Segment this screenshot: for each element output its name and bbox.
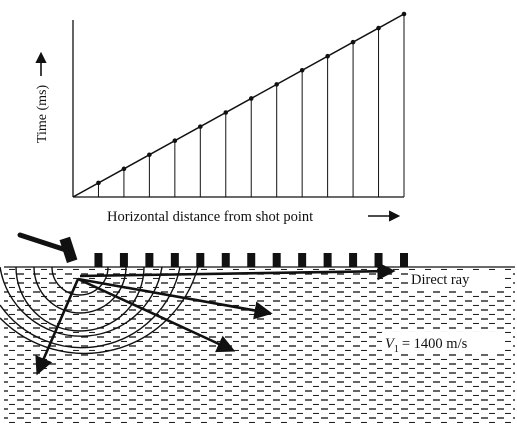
velocity-label: V1= 1400 m/s	[385, 336, 468, 355]
geophone-icon	[323, 253, 332, 267]
x-axis-label: Horizontal distance from shot point	[107, 209, 313, 225]
travel-time-plot: Time (ms) Horizontal distance from shot …	[35, 11, 407, 225]
geophone-icon	[196, 253, 205, 267]
station-lines	[97, 14, 405, 197]
arrival-point	[147, 152, 152, 158]
y-axis-label: Time (ms)	[35, 85, 50, 144]
ray-medium	[77, 277, 236, 353]
subsurface-section: Direct ray V1= 1400 m/s	[0, 232, 515, 424]
velocity-backing	[382, 332, 504, 354]
geophone-icon	[221, 253, 230, 267]
arrival-point	[299, 68, 305, 73]
geophone-icon	[94, 253, 103, 267]
arrival-point	[325, 53, 330, 59]
hammer-icon	[17, 232, 78, 263]
geophone-icon	[119, 253, 128, 267]
arrival-point	[172, 138, 178, 143]
arrival-point	[223, 110, 229, 115]
geophone-icon	[170, 253, 179, 267]
direct-ray	[79, 262, 396, 281]
ray-steep	[35, 278, 80, 376]
ray-shallow	[77, 277, 273, 320]
arrival-point	[401, 11, 407, 17]
arrival-point	[198, 124, 203, 129]
arrival-point	[248, 96, 254, 101]
geophone-icon	[145, 253, 154, 267]
geophone-icon	[400, 253, 408, 267]
rays	[35, 262, 396, 376]
direct-arrival-line	[72, 13, 405, 198]
label-backing	[408, 270, 504, 288]
arrival-point	[121, 166, 127, 172]
geophone-icon	[298, 253, 307, 267]
geophone-icon	[247, 253, 256, 267]
direct-ray-label: Direct ray	[411, 272, 470, 288]
wavefronts	[0, 266, 199, 355]
arrival-points	[96, 11, 407, 186]
arrival-point	[376, 25, 381, 31]
arrival-point	[350, 39, 356, 45]
geophone-icon	[272, 253, 281, 267]
arrival-point	[96, 180, 101, 186]
geophone-icon	[349, 253, 358, 267]
geophone-icon	[374, 253, 383, 267]
arrival-point	[274, 82, 279, 87]
geophone-array	[94, 253, 408, 267]
